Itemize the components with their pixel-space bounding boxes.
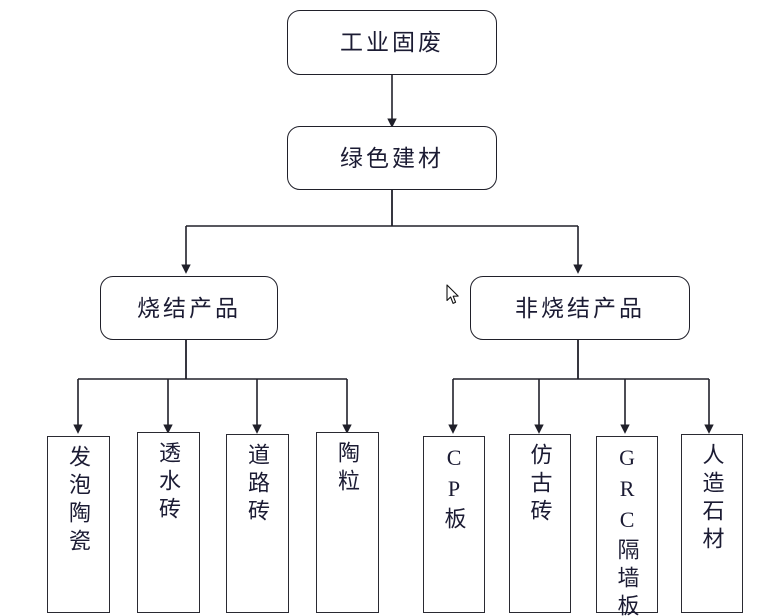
leaf-antique-brick-label: 仿古砖 <box>527 443 553 527</box>
node-root-label: 工业固废 <box>340 30 444 55</box>
leaf-permeable-brick[interactable]: 透水砖 <box>137 432 200 613</box>
leaf-artificial-stone-label: 人造石材 <box>699 443 725 555</box>
leaf-grc-partition-board-label: GRC隔墙板 <box>614 445 640 616</box>
leaf-foamed-ceramic[interactable]: 发泡陶瓷 <box>47 436 110 613</box>
leaf-road-brick[interactable]: 道路砖 <box>226 434 289 613</box>
mouse-pointer-icon <box>446 284 459 304</box>
leaf-cp-board-label: CP板 <box>441 445 467 535</box>
leaf-permeable-brick-label: 透水砖 <box>156 441 182 525</box>
node-root[interactable]: 工业固废 <box>287 10 497 75</box>
leaf-grc-partition-board[interactable]: GRC隔墙板 <box>596 436 658 616</box>
node-branch-nonsintered-label: 非烧结产品 <box>515 295 645 321</box>
leaf-ceramsite[interactable]: 陶粒 <box>316 432 379 613</box>
leaf-road-brick-label: 道路砖 <box>245 443 271 527</box>
leaf-artificial-stone[interactable]: 人造石材 <box>681 434 743 613</box>
node-branch-nonsintered[interactable]: 非烧结产品 <box>470 276 690 340</box>
node-branch-sintered[interactable]: 烧结产品 <box>100 276 278 340</box>
leaf-ceramsite-label: 陶粒 <box>335 441 361 497</box>
leaf-foamed-ceramic-label: 发泡陶瓷 <box>66 445 92 557</box>
leaf-cp-board[interactable]: CP板 <box>423 436 485 613</box>
node-level1-label: 绿色建材 <box>340 145 444 171</box>
leaf-antique-brick[interactable]: 仿古砖 <box>509 434 571 613</box>
node-branch-sintered-label: 烧结产品 <box>137 295 241 321</box>
node-level1[interactable]: 绿色建材 <box>287 126 497 190</box>
